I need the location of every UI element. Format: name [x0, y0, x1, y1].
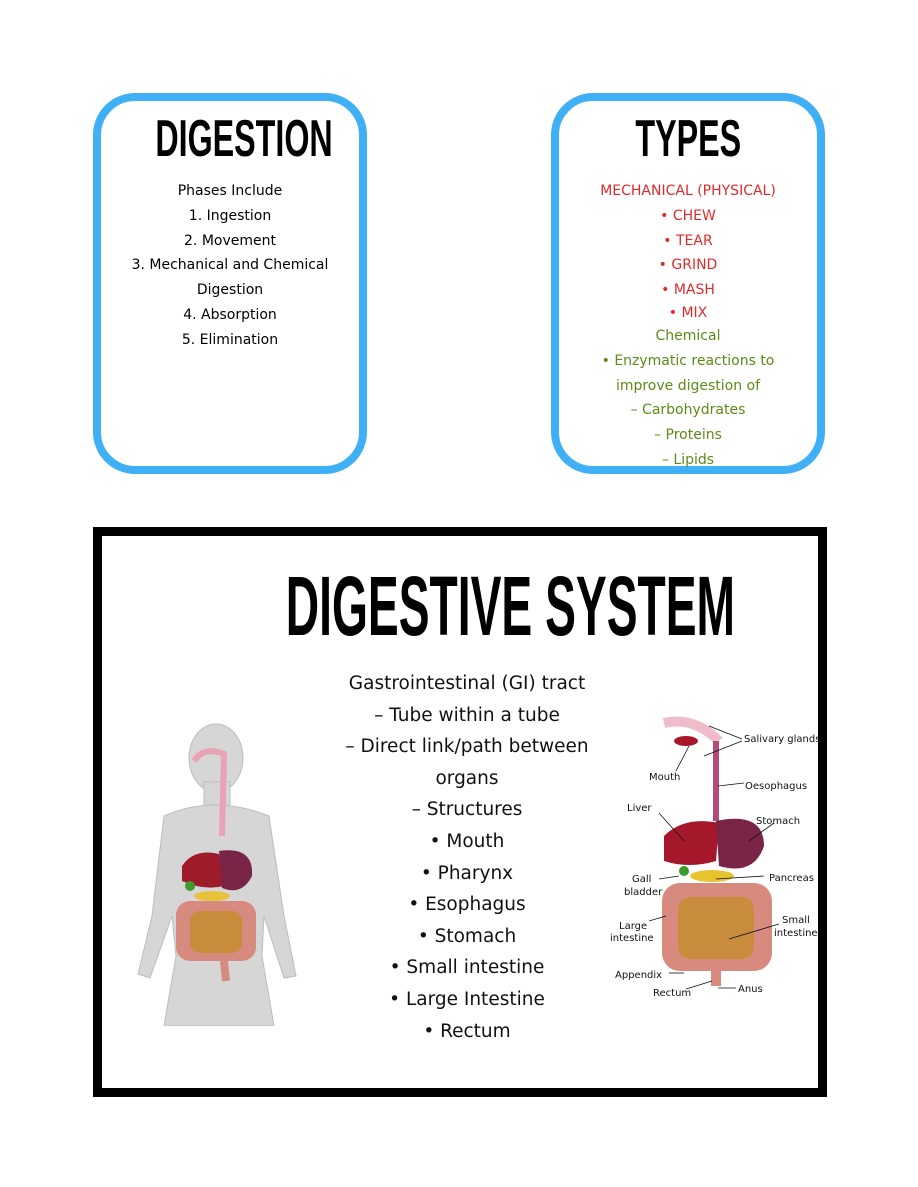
- digestive-system-title: DIGESTIVE SYSTEM: [285, 559, 736, 653]
- label-stomach: Stomach: [756, 816, 800, 827]
- phases-line: Digestion: [196, 282, 264, 299]
- label-rectum: Rectum: [653, 988, 691, 999]
- gi-line: • Rectum: [423, 1020, 511, 1042]
- label-appendix: Appendix: [615, 970, 662, 981]
- digestive-organs-diagram: Salivary glands Mouth Oesophagus Liver S…: [610, 716, 820, 999]
- label-bladder: bladder: [624, 887, 663, 898]
- label-oesophagus: Oesophagus: [745, 781, 807, 792]
- gi-line: – Direct link/path between: [345, 736, 589, 758]
- label-anus: Anus: [738, 984, 763, 995]
- chemical-line: – Proteins: [654, 427, 722, 444]
- digestion-card: DIGESTION Phases Include 1. Ingestion 2.…: [93, 93, 367, 474]
- types-list: MECHANICAL (PHYSICAL) • CHEW • TEAR • GR…: [559, 179, 817, 473]
- digestive-system-panel: DIGESTIVE SYSTEM Gastrointestinal (GI) t…: [93, 527, 827, 1097]
- digestion-phases: Phases Include 1. Ingestion 2. Movement …: [101, 179, 359, 353]
- label-gall: Gall: [632, 874, 651, 885]
- gi-line: • Stomach: [417, 925, 517, 947]
- chemical-line: – Lipids: [661, 451, 715, 468]
- label-salivary-glands: Salivary glands: [744, 734, 820, 745]
- label-liver: Liver: [627, 803, 652, 814]
- chemical-line: Chemical: [655, 327, 721, 344]
- chemical-line: improve digestion of: [615, 377, 761, 394]
- phases-line: 1. Ingestion: [188, 207, 272, 224]
- mechanical-line: • GRIND: [658, 257, 718, 274]
- label-small-intestine: intestine: [774, 928, 818, 939]
- label-large: Large: [619, 921, 647, 932]
- human-body-illustration: [137, 723, 297, 1026]
- label-mouth: Mouth: [649, 772, 680, 783]
- mechanical-line: • TEAR: [663, 232, 713, 249]
- gi-line: • Mouth: [429, 830, 505, 852]
- gi-line: – Tube within a tube: [374, 704, 560, 726]
- digestion-title: DIGESTION: [155, 110, 333, 168]
- gi-line: organs: [435, 767, 499, 789]
- gi-line: • Small intestine: [389, 957, 545, 979]
- phases-line: 3. Mechanical and Chemical: [131, 257, 329, 274]
- label-pancreas: Pancreas: [769, 873, 814, 884]
- chemical-line: • Enzymatic reactions to: [601, 352, 775, 369]
- chemical-line: – Carbohydrates: [630, 402, 746, 419]
- gi-line: Gastrointestinal (GI) tract: [348, 673, 586, 694]
- mechanical-line: • MIX: [668, 304, 708, 321]
- gi-tract-list: Gastrointestinal (GI) tract – Tube withi…: [302, 668, 632, 1047]
- phases-line: Phases Include: [177, 183, 283, 199]
- gi-line: – Structures: [411, 799, 523, 821]
- gi-line: • Large Intestine: [389, 988, 545, 1010]
- mechanical-line: • CHEW: [660, 207, 716, 224]
- phases-line: 2. Movement: [184, 232, 276, 249]
- types-title: TYPES: [635, 110, 741, 168]
- mechanical-line: • MASH: [661, 282, 715, 299]
- mechanical-line: MECHANICAL (PHYSICAL): [600, 183, 776, 199]
- label-large-intestine: intestine: [610, 933, 654, 944]
- gi-line: • Pharynx: [420, 862, 514, 884]
- phases-line: 5. Elimination: [181, 331, 279, 348]
- types-card: TYPES MECHANICAL (PHYSICAL) • CHEW • TEA…: [551, 93, 825, 474]
- label-small: Small: [782, 915, 810, 926]
- phases-line: 4. Absorption: [183, 306, 277, 323]
- gi-line: • Esophagus: [408, 894, 526, 916]
